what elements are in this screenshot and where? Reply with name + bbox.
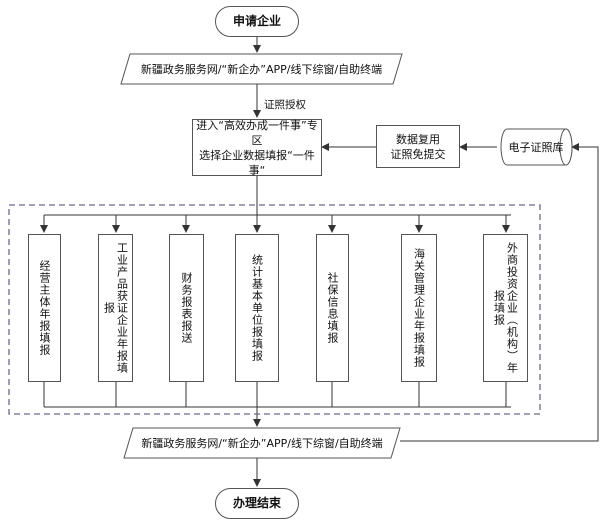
- channels-top-shape: [120, 53, 403, 85]
- report-box-foreign-investment: 外商投资企业（机构）年报填报: [483, 234, 528, 382]
- license-store-shape: [500, 128, 573, 166]
- report-box-customs: 海关管理企业年报填报: [401, 234, 437, 382]
- channels-top: 新疆政务服务网/“新企办”APP/线下综窗/自助终端: [140, 62, 383, 76]
- report-box-financial-statement: 财务报表报送: [169, 234, 204, 382]
- report-box-statistics-unit: 统计基本单位报填报: [235, 234, 279, 382]
- report-box-business-annual: 经营主体年报填报: [28, 234, 61, 382]
- reuse-line-1: 数据复用: [396, 132, 440, 146]
- reuse-line-2: 证照免提交: [390, 147, 446, 161]
- reuse-box: 数据复用 证照免提交: [376, 125, 460, 168]
- auth-label: 证照授权: [264, 99, 306, 111]
- entry-line-2: 选择企业数据填报“一件事“: [199, 148, 315, 177]
- license-store-label: 电子证照库: [508, 141, 564, 154]
- start-node: 申请企业: [215, 6, 299, 37]
- report-box-industrial-product: 工业产品获证企业年报填报: [98, 234, 133, 382]
- report-group-frame: [8, 204, 541, 415]
- entry-line-1: 进入“高效办成一件事”专区: [196, 118, 318, 147]
- report-box-social-insurance: 社保信息填报: [316, 234, 349, 382]
- end-node: 办理结束: [215, 488, 299, 519]
- entry-box: 进入“高效办成一件事”专区 选择企业数据填报“一件事“: [192, 118, 322, 177]
- channels-bottom-shape: [123, 427, 401, 459]
- channels-bottom: 新疆政务服务网/“新企办”APP/线下综窗/自助终端: [141, 436, 383, 450]
